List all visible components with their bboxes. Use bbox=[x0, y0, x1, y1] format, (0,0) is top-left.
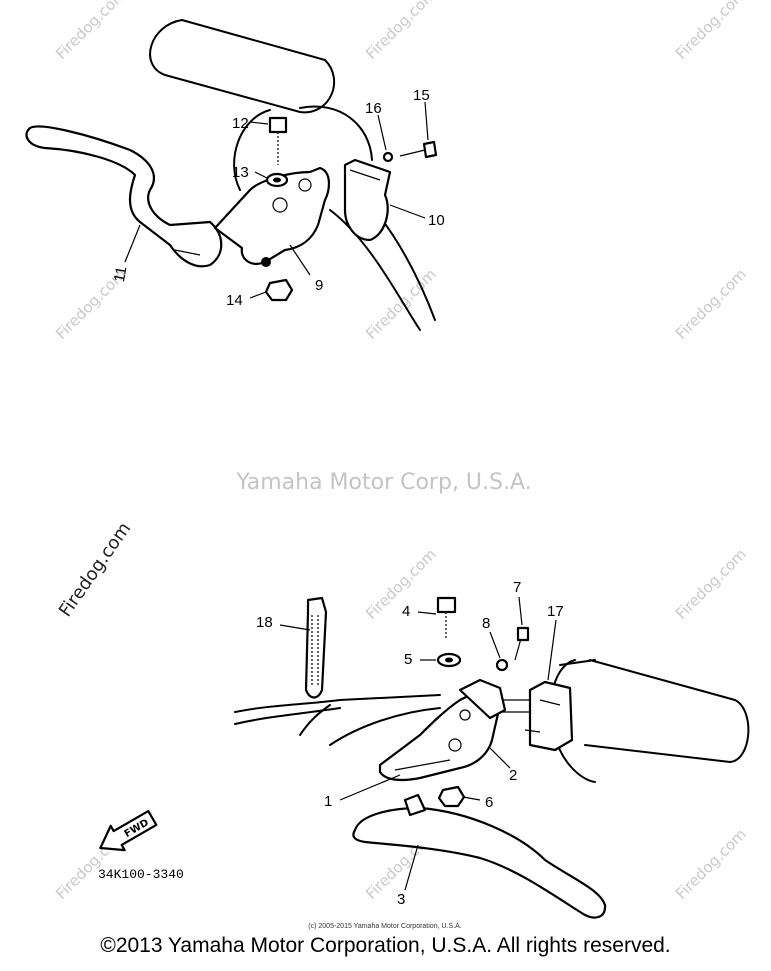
grip-circle-right bbox=[299, 105, 373, 161]
band-18 bbox=[304, 596, 328, 699]
callout-14: 14 bbox=[226, 292, 243, 309]
callout-9: 9 bbox=[315, 277, 323, 294]
diagram-code: 34K100-3340 bbox=[98, 867, 184, 882]
leader-6 bbox=[462, 796, 481, 801]
clamp-10 bbox=[343, 158, 392, 242]
leader-18 bbox=[279, 624, 311, 631]
nut-14 bbox=[264, 278, 294, 302]
grip-outline bbox=[149, 19, 336, 114]
holder-9-hole bbox=[272, 197, 288, 213]
handlebar-line-1 bbox=[329, 209, 421, 331]
wire-2 bbox=[234, 707, 341, 725]
watermark-firedog: Firedog.com bbox=[672, 545, 750, 623]
callout-8: 8 bbox=[482, 615, 490, 632]
wire-1 bbox=[234, 694, 441, 713]
callout-13: 13 bbox=[232, 164, 249, 181]
callout-16: 16 bbox=[365, 100, 382, 117]
callout-12: 12 bbox=[232, 115, 249, 132]
leader-16 bbox=[377, 114, 387, 151]
leader-10 bbox=[389, 204, 426, 219]
watermark-firedog-side: Firedog.com bbox=[55, 519, 135, 621]
leader-7 bbox=[518, 596, 523, 626]
leader-14 bbox=[249, 291, 267, 299]
callout-4: 4 bbox=[402, 603, 410, 620]
lever-3-tab bbox=[403, 793, 427, 817]
callout-1: 1 bbox=[324, 793, 332, 810]
callout-10: 10 bbox=[428, 212, 445, 229]
lever-11-detail bbox=[174, 249, 201, 256]
leader-9 bbox=[289, 244, 311, 276]
holder-2-hole-2 bbox=[459, 709, 471, 721]
forward-arrow-icon bbox=[99, 809, 158, 852]
lever-holder-9 bbox=[213, 166, 330, 265]
bolt-4-head bbox=[436, 596, 457, 614]
wire-to-switch bbox=[500, 699, 530, 713]
leader-1 bbox=[339, 774, 401, 801]
bolt-12-head bbox=[268, 116, 288, 134]
holder-9-hole-2 bbox=[298, 178, 312, 192]
top-assembly: 12 13 16 15 10 11 9 14 bbox=[25, 19, 445, 331]
callout-2: 2 bbox=[509, 767, 517, 784]
leader-17 bbox=[547, 619, 557, 681]
leader-2 bbox=[489, 747, 511, 769]
leader-13 bbox=[254, 171, 268, 179]
bottom-assembly: 18 4 7 8 17 5 2 1 6 3 bbox=[234, 579, 750, 919]
watermark-firedog: Firedog.com bbox=[672, 825, 750, 903]
washer-8 bbox=[495, 658, 509, 672]
callout-7: 7 bbox=[513, 579, 521, 596]
lever-3 bbox=[352, 806, 607, 919]
watermark-firedog: Firedog.com bbox=[672, 0, 750, 63]
lever-holder-2 bbox=[378, 686, 503, 782]
copyright-footer: ©2013 Yamaha Motor Corporation, U.S.A. A… bbox=[100, 934, 671, 957]
holder-2-top bbox=[458, 678, 507, 720]
callout-3: 3 bbox=[397, 891, 405, 908]
grip-bottom-outline bbox=[584, 659, 750, 763]
callout-5: 5 bbox=[404, 651, 412, 668]
wire-3 bbox=[299, 704, 331, 736]
callout-17: 17 bbox=[547, 603, 564, 620]
nut-6 bbox=[437, 785, 466, 808]
grip-bottom-top bbox=[559, 659, 596, 666]
screw-7-head bbox=[516, 626, 530, 642]
holder-9-pivot bbox=[261, 257, 271, 267]
leader-15 bbox=[424, 101, 429, 141]
leader-11 bbox=[124, 224, 141, 263]
callout-18: 18 bbox=[256, 614, 273, 631]
washer-16 bbox=[382, 151, 394, 163]
lever-11 bbox=[25, 125, 223, 268]
clamp-10-detail bbox=[349, 169, 381, 181]
leader-3 bbox=[404, 844, 419, 891]
watermark-firedog: Firedog.com bbox=[362, 0, 440, 63]
watermark-firedog: Firedog.com bbox=[362, 545, 440, 623]
small-copyright: (c) 2005-2015 Yamaha Motor Corporation, … bbox=[308, 923, 461, 930]
callout-11: 11 bbox=[111, 265, 130, 283]
callout-15: 15 bbox=[413, 87, 430, 104]
callout-6: 6 bbox=[485, 794, 493, 811]
switch-17-detail bbox=[539, 699, 561, 706]
leader-8 bbox=[489, 631, 501, 659]
holder-1-detail bbox=[394, 759, 451, 771]
leader-12 bbox=[249, 121, 269, 125]
grip-circle-left bbox=[233, 109, 271, 191]
screw-15-head bbox=[422, 140, 438, 159]
wire-4 bbox=[329, 707, 441, 746]
switch-17-plug bbox=[524, 729, 541, 733]
holder-2-hole bbox=[448, 738, 462, 752]
watermark-firedog: Firedog.com bbox=[672, 265, 750, 343]
leader-4 bbox=[417, 611, 437, 615]
screw-15-shank bbox=[399, 149, 426, 157]
watermark-firedog: Firedog.com bbox=[52, 0, 130, 63]
switch-17 bbox=[528, 680, 574, 752]
watermark-yamaha: Yamaha Motor Corp, U.S.A. bbox=[235, 470, 531, 495]
